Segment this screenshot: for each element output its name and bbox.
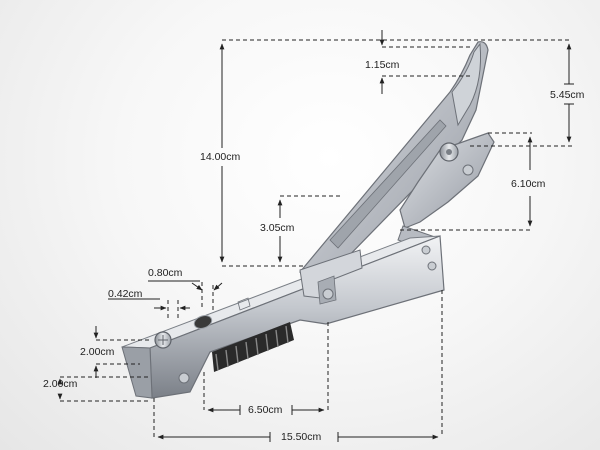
bracket-rivet xyxy=(462,164,474,176)
dim-total-height: 14.00cm xyxy=(200,151,241,163)
rivet-mid xyxy=(322,288,334,300)
dim-mid-height: 3.05cm xyxy=(260,222,295,234)
stamped-mark xyxy=(237,297,251,311)
rivet-rear-top xyxy=(421,245,431,255)
dim-total-length: 15.50cm xyxy=(281,431,322,443)
hinge-right-bracket xyxy=(399,132,495,229)
hinge-channel-side xyxy=(149,235,445,399)
hinge-oval-hole xyxy=(193,315,213,329)
dim-right-arm: 6.10cm xyxy=(511,178,546,190)
dim-slot-width: 0.80cm xyxy=(148,267,183,279)
dim-end-height: 2.00cm xyxy=(80,346,115,358)
hinge-channel-front xyxy=(121,346,153,399)
hinge-hook xyxy=(451,42,481,127)
spring xyxy=(212,322,294,372)
hinge xyxy=(121,41,495,399)
dim-hole-width: 0.42cm xyxy=(108,288,143,300)
dim-base-height: 2.00cm xyxy=(43,378,78,390)
dim-spring-length: 6.50cm xyxy=(248,404,283,416)
rivet-front xyxy=(178,372,190,384)
rivet-rear-bottom xyxy=(427,261,437,271)
hinge-arm-slot xyxy=(329,119,447,249)
dim-top-arm: 5.45cm xyxy=(550,89,585,101)
dimension-lines xyxy=(57,30,574,442)
hinge-upper-arm xyxy=(298,41,489,279)
dim-top-gap: 1.15cm xyxy=(365,59,400,71)
